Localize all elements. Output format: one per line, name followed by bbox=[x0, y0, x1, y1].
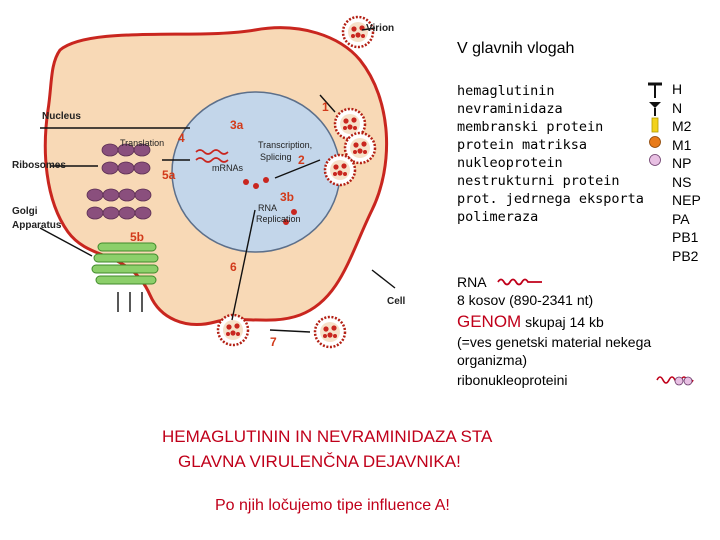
m2-icon bbox=[651, 117, 659, 133]
splicing-label: Splicing bbox=[260, 152, 292, 162]
protein-name: polimeraza bbox=[457, 209, 539, 225]
virion-label: Virion bbox=[366, 23, 395, 34]
step-4: 4 bbox=[178, 131, 185, 145]
mrnas-label: mRNAs bbox=[212, 163, 243, 173]
genome-size: skupaj 14 kb bbox=[525, 314, 604, 330]
replication-label: Replication bbox=[256, 214, 301, 224]
translation-label: Translation bbox=[120, 138, 165, 148]
protein-name-list: hemaglutinin nevraminidaza membranski pr… bbox=[457, 82, 644, 226]
protein-abbr: PB2 bbox=[672, 247, 699, 264]
protein-abbr: M1 bbox=[672, 136, 692, 153]
m1-icon bbox=[649, 136, 661, 148]
golgi-label-line1: Golgi bbox=[12, 206, 38, 217]
footer-note: Po njih ločujemo tipe influence A! bbox=[215, 497, 450, 514]
influenza-life-cycle-diagram bbox=[39, 15, 396, 349]
protein-abbr: M2 bbox=[672, 118, 692, 134]
rna-strand-icon bbox=[497, 278, 542, 286]
rna-segments: 8 kosov (890-2341 nt) bbox=[457, 292, 594, 308]
step-3a: 3a bbox=[230, 118, 244, 132]
rna-label: RNA bbox=[457, 274, 487, 290]
protein-abbr: H bbox=[672, 81, 683, 97]
cell-label: Cell bbox=[387, 296, 406, 307]
transcription-label: Transcription, bbox=[258, 140, 313, 150]
genome-label: GENOM bbox=[457, 312, 522, 331]
np-icon bbox=[649, 154, 661, 166]
golgi-label-line2: Apparatus bbox=[12, 220, 62, 231]
virion-budding bbox=[216, 313, 250, 347]
ribosomes-label: Ribosomes bbox=[12, 160, 66, 171]
headline-line1: HEMAGLUTININ IN NEVRAMINIDAZA STA bbox=[162, 427, 493, 446]
protein-abbr: PB1 bbox=[672, 229, 699, 245]
genome-line: GENOM skupaj 14 kb bbox=[457, 312, 604, 332]
protein-abbr: NEP bbox=[672, 192, 701, 208]
protein-name: nestrukturni protein bbox=[457, 173, 620, 189]
nucleus-label: Nucleus bbox=[42, 111, 81, 122]
genome-definition-line2: organizma) bbox=[457, 352, 528, 368]
step-1: 1 bbox=[322, 100, 329, 114]
protein-abbr: NP bbox=[672, 155, 692, 171]
ribosome-cluster bbox=[86, 143, 152, 220]
protein-abbr: PA bbox=[672, 210, 690, 227]
protein-name: prot. jedrnega eksporta bbox=[457, 191, 644, 207]
protein-abbr: NS bbox=[672, 173, 692, 190]
protein-name: hemaglutinin bbox=[457, 83, 555, 99]
protein-name: nukleoprotein bbox=[457, 155, 563, 171]
step-5a: 5a bbox=[162, 168, 176, 182]
golgi-apparatus bbox=[91, 242, 159, 285]
protein-name: protein matriksa bbox=[457, 137, 588, 153]
protein-abbr-list: H N M2 M1 NP NS NEP PA PB1 PB2 bbox=[672, 80, 701, 265]
genome-definition-line1: (=ves genetski material nekega bbox=[457, 334, 652, 350]
step-2: 2 bbox=[298, 153, 305, 167]
neuraminidase-icon bbox=[649, 102, 661, 116]
ribonucleoproteins-label: ribonukleoproteini bbox=[457, 372, 568, 388]
virion-released bbox=[313, 315, 347, 349]
protein-name: membranski protein bbox=[457, 119, 604, 135]
headline-line2: GLAVNA VIRULENČNA DEJAVNIKA! bbox=[178, 452, 461, 471]
protein-abbr: N bbox=[672, 99, 683, 116]
nucleus-shape bbox=[171, 91, 341, 253]
step-5b: 5b bbox=[130, 230, 145, 244]
protein-icon-column bbox=[648, 82, 662, 166]
rna-label: RNA bbox=[258, 203, 278, 213]
step-7: 7 bbox=[270, 335, 277, 349]
hemagglutinin-icon bbox=[648, 82, 662, 98]
page-title: V glavnih vlogah bbox=[457, 40, 575, 57]
rnp-icon bbox=[656, 376, 694, 386]
protein-name: nevraminidaza bbox=[457, 101, 563, 117]
step-3b: 3b bbox=[280, 190, 295, 204]
step-6: 6 bbox=[230, 260, 237, 274]
